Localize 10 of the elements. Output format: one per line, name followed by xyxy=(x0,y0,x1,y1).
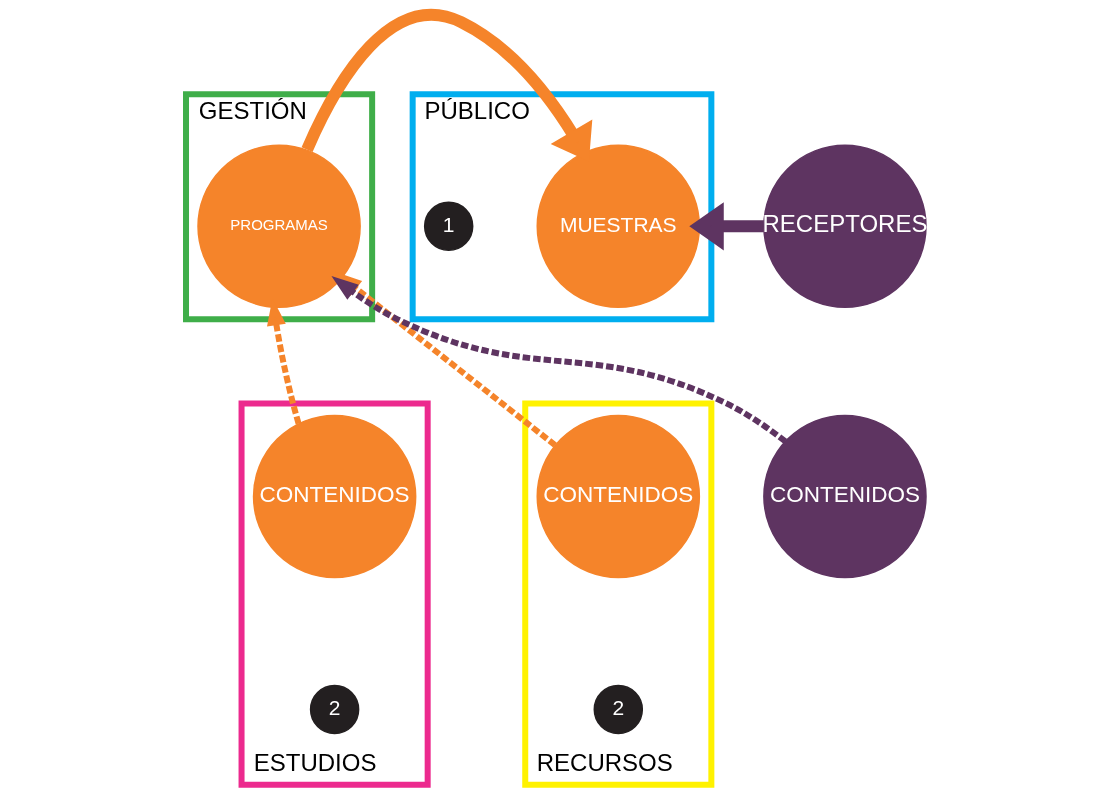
node-circle: MUESTRAS xyxy=(536,144,700,309)
node-circle: 2 xyxy=(309,684,359,735)
node-circle: RECEPTORES xyxy=(762,144,927,309)
node-circle: CONTENIDOS xyxy=(536,414,700,579)
arrow xyxy=(688,202,764,251)
arrow xyxy=(330,275,787,444)
node-circle: CONTENIDOS xyxy=(252,414,416,579)
node-circle: 2 xyxy=(593,684,643,735)
node-circle: CONTENIDOS xyxy=(762,414,927,579)
node-circle: 1 xyxy=(423,201,473,252)
